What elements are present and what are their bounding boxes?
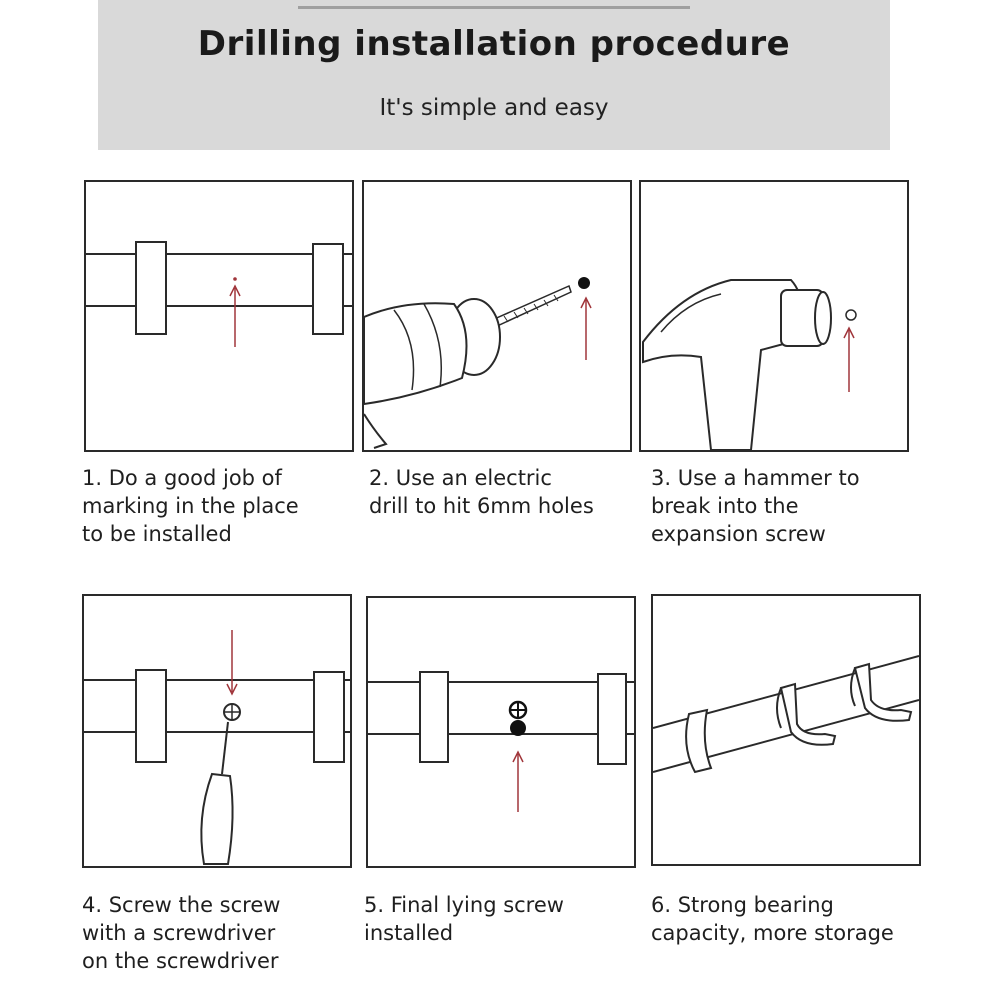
step-1-panel xyxy=(84,180,354,452)
step-6-caption: 6. Strong bearing capacity, more storage xyxy=(651,893,894,945)
installed-screw-icon xyxy=(368,671,634,812)
step-4-panel xyxy=(82,594,352,868)
step-2-panel xyxy=(362,180,632,452)
header-cut-text-decoration xyxy=(298,0,690,9)
hook-rail-icon xyxy=(653,655,919,774)
step-4-caption: 4. Screw the screw with a screwdriver on… xyxy=(82,893,281,973)
page-title: Drilling installation procedure xyxy=(197,24,791,64)
step-5-caption: 5. Final lying screw installed xyxy=(364,893,564,945)
electric-drill-icon xyxy=(364,277,592,449)
hammer-icon xyxy=(642,279,857,450)
rail-mark-icon xyxy=(86,241,352,347)
step-1-caption: 1. Do a good job of marking in the place… xyxy=(82,466,299,546)
screwdriver-icon xyxy=(84,630,350,865)
step-2-caption: 2. Use an electric drill to hit 6mm hole… xyxy=(369,466,594,518)
step-5-panel xyxy=(366,596,636,868)
step-6-panel xyxy=(651,594,921,866)
step-3-caption: 3. Use a hammer to break into the expans… xyxy=(651,466,860,546)
header-banner: Drilling installation procedure It's sim… xyxy=(98,0,890,150)
step-3-panel xyxy=(639,180,909,452)
page-subtitle: It's simple and easy xyxy=(379,95,609,121)
